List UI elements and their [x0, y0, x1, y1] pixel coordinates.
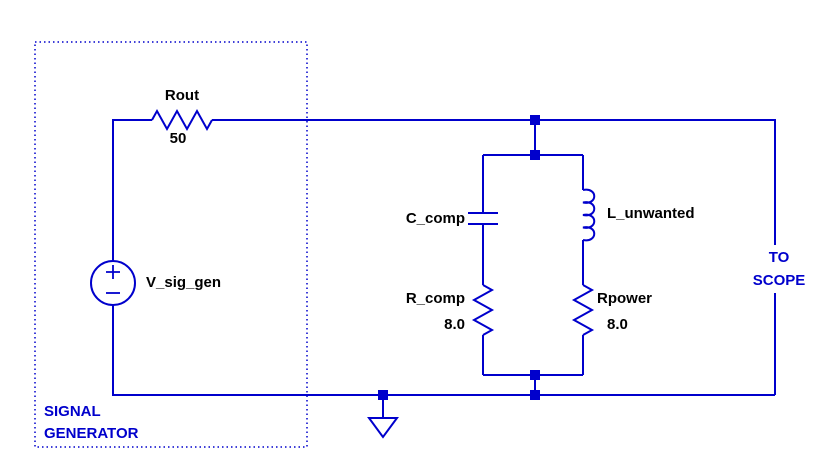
- signal-generator-label: SIGNAL GENERATOR: [44, 401, 138, 445]
- junction-nodes-group: [378, 115, 540, 400]
- signal-generator-line2: GENERATOR: [44, 425, 139, 442]
- r-comp-value: 8.0: [444, 316, 465, 333]
- left-wire-top: [112, 119, 152, 261]
- to-scope-line2: SCOPE: [752, 272, 806, 289]
- rout-resistor: [151, 108, 213, 132]
- signal-generator-line1: SIGNAL: [44, 403, 101, 420]
- top-wire: [212, 119, 776, 395]
- c-comp-label: C_comp: [405, 210, 465, 227]
- rout-label: Rout: [164, 87, 200, 104]
- junction-node: [530, 370, 540, 380]
- voltage-source-symbol: [90, 260, 136, 306]
- bottom-wire: [112, 305, 775, 396]
- l-unwanted-inductor: [582, 188, 596, 242]
- r-comp-resistor: [471, 284, 495, 336]
- l-unwanted-label: L_unwanted: [607, 205, 695, 222]
- signal-generator-box: [34, 41, 308, 448]
- to-scope-label: TO SCOPE: [748, 245, 810, 293]
- junction-node: [378, 390, 388, 400]
- wires-group: [34, 41, 776, 448]
- rpower-resistor: [571, 284, 595, 336]
- rpower-label: Rpower: [597, 290, 653, 307]
- r-comp-label: R_comp: [405, 290, 465, 307]
- to-scope-line1: TO: [768, 249, 790, 266]
- junction-node: [530, 150, 540, 160]
- junction-node: [530, 115, 540, 125]
- c-comp-capacitor: [468, 212, 498, 225]
- tank-top-connector: [483, 120, 583, 156]
- v-sig-gen-label: V_sig_gen: [146, 274, 222, 291]
- rout-value: 50: [169, 130, 187, 147]
- ground-icon: [367, 417, 399, 439]
- rpower-value: 8.0: [607, 316, 628, 333]
- junction-node: [530, 390, 540, 400]
- source-plus-icon: [106, 265, 120, 279]
